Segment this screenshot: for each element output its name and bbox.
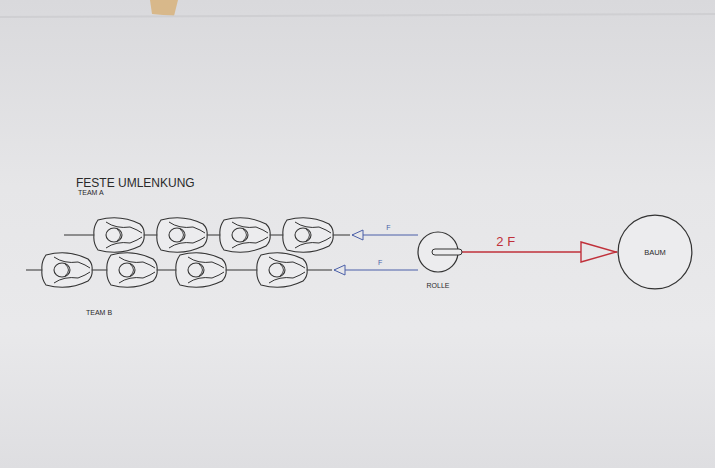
force-arrow — [458, 251, 617, 253]
person-figure — [283, 218, 333, 253]
tree-circle: BAUM — [617, 214, 693, 290]
force-label: F — [384, 224, 392, 232]
tape — [150, 0, 178, 16]
pulley-node: ROLLE — [410, 230, 466, 298]
force-label: F — [376, 259, 384, 267]
force-label: 2 F — [494, 235, 517, 249]
pulley-symbol — [410, 230, 466, 276]
node-label: ROLLE — [427, 282, 450, 289]
paper-edge — [0, 14, 715, 17]
node-label: TEAM A — [78, 189, 352, 196]
team-band: TEAM B — [24, 254, 334, 316]
node-label: BAUM — [644, 248, 666, 257]
person-figure — [42, 253, 92, 288]
person-figure — [176, 253, 226, 288]
node-label: TEAM B — [86, 309, 334, 316]
rope-arrow — [334, 270, 418, 271]
team-band: TEAM A — [68, 189, 352, 249]
person-figure — [94, 218, 144, 253]
person-figure — [107, 253, 157, 288]
diagram-title: FESTE UMLENKUNG — [76, 176, 195, 190]
person-figure — [220, 218, 270, 253]
person-figure — [157, 218, 207, 253]
rope-arrow — [352, 235, 418, 236]
person-figure — [257, 253, 307, 288]
